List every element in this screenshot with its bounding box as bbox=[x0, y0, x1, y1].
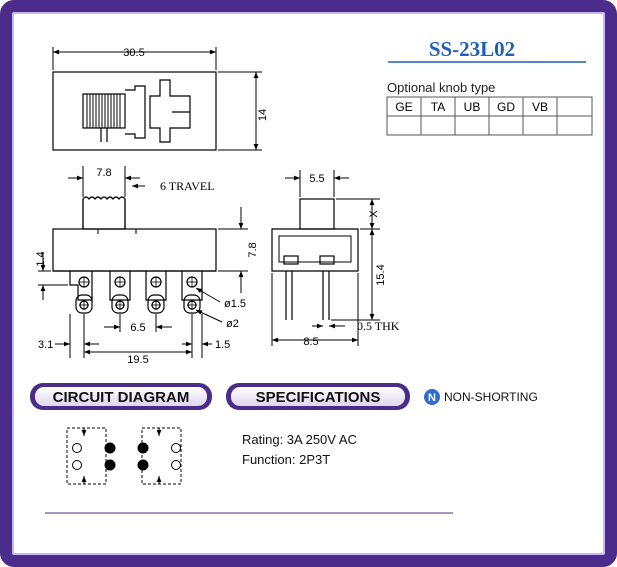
terminal-3 bbox=[145, 271, 167, 314]
dim-right-offset: 1.5 bbox=[215, 339, 230, 351]
svg-text:NON-SHORTING: NON-SHORTING bbox=[444, 390, 538, 404]
dim-side-height: 15.4 bbox=[375, 264, 387, 285]
svg-text:CIRCUIT DIAGRAM: CIRCUIT DIAGRAM bbox=[53, 389, 190, 406]
dim-knob-width: 7.8 bbox=[96, 167, 111, 179]
dim-width-overall: 30.5 bbox=[123, 47, 144, 59]
dim-body-h: 7.8 bbox=[247, 242, 259, 257]
knob-type-ge: GE bbox=[395, 100, 412, 114]
knob-type-vb: VB bbox=[532, 100, 548, 114]
side-view-drawing bbox=[271, 170, 380, 346]
spec-rating: Rating: 3A 250V AC bbox=[242, 432, 357, 447]
circuit-contacts bbox=[72, 442, 181, 471]
front-view-drawing bbox=[38, 166, 248, 358]
knob-table-title: Optional knob type bbox=[387, 80, 495, 95]
knob-type-ta: TA bbox=[431, 100, 445, 114]
dim-side-top: 5.5 bbox=[309, 173, 324, 185]
specifications-heading: SPECIFICATIONS bbox=[226, 383, 410, 410]
top-view-drawing bbox=[52, 47, 262, 151]
circuit-diagram-heading: CIRCUIT DIAGRAM bbox=[30, 383, 212, 410]
dim-side-gap: 1.4 bbox=[35, 251, 47, 266]
svg-text:N: N bbox=[428, 392, 436, 404]
terminal-2 bbox=[109, 271, 131, 314]
dim-side-x: X bbox=[368, 210, 380, 218]
knob-type-ub: UB bbox=[464, 100, 481, 114]
svg-text:SS-23L02: SS-23L02 bbox=[429, 37, 515, 61]
terminal-1 bbox=[69, 271, 93, 314]
knob-type-table: Optional knob type GE TA UB GD VB bbox=[386, 80, 593, 136]
model-title: SS-23L02 bbox=[388, 37, 586, 63]
non-shorting-badge: N NON-SHORTING bbox=[424, 389, 538, 405]
dim-body-height: 14 bbox=[257, 109, 269, 121]
knob-type-gd: GD bbox=[497, 100, 515, 114]
dim-hole-small: ø2 bbox=[226, 318, 239, 330]
circuit-diagram bbox=[66, 427, 182, 485]
dim-thickness: 0.5 THK bbox=[357, 319, 400, 333]
svg-text:SPECIFICATIONS: SPECIFICATIONS bbox=[256, 389, 381, 406]
dim-pitch: 6.5 bbox=[130, 322, 145, 334]
terminal-4 bbox=[181, 271, 203, 314]
dim-hole-big: ø1.5 bbox=[224, 298, 246, 310]
dim-travel: 6 TRAVEL bbox=[160, 179, 215, 193]
dim-left-offset: 3.1 bbox=[38, 339, 53, 351]
dim-side-bottom: 8.5 bbox=[303, 336, 318, 348]
spec-function: Function: 2P3T bbox=[242, 452, 330, 467]
dim-pin-span: 19.5 bbox=[127, 354, 148, 366]
